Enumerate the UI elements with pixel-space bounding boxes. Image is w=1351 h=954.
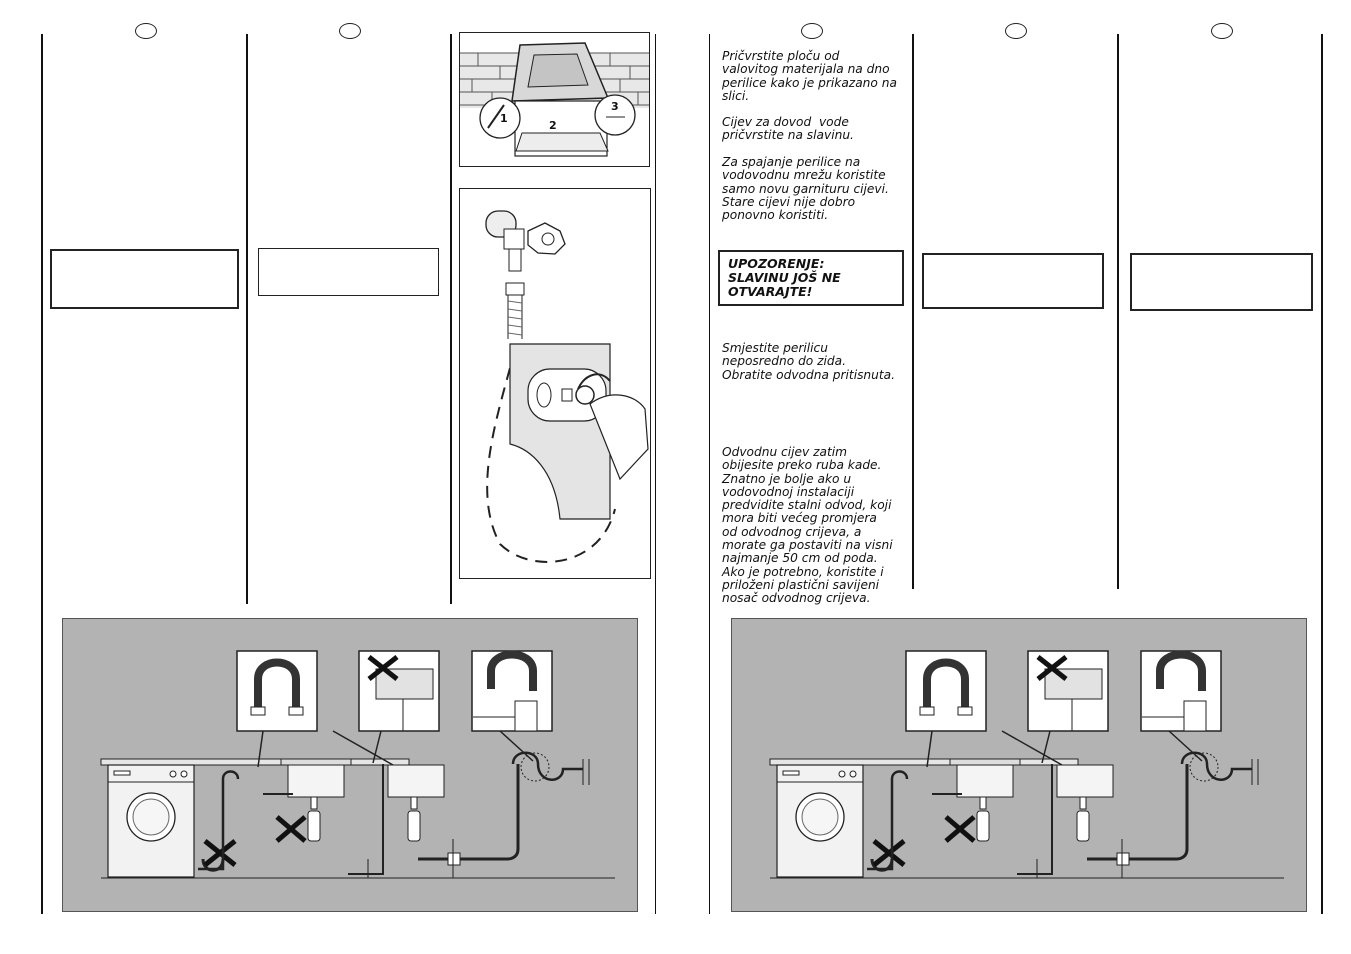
column-divider: [246, 34, 248, 604]
column-divider: [709, 34, 710, 914]
column-divider: [1117, 34, 1119, 589]
drain-installation-figure-right: [731, 618, 1307, 912]
column-divider: [450, 34, 452, 604]
step-3-label: 3: [611, 100, 619, 113]
language-flag-marker: [1005, 23, 1027, 39]
instruction-paragraph: Za spajanje perilice na vodovodnu mrežu …: [722, 155, 889, 223]
instruction-paragraph: Pričvrstite ploču od valovitog materijal…: [722, 49, 897, 103]
column-divider: [655, 34, 656, 914]
step-2-label: 2: [549, 119, 557, 132]
language-flag-marker: [1211, 23, 1233, 39]
language-flag-marker: [135, 23, 157, 39]
base-plate-figure: 1 2 3: [459, 32, 650, 167]
inlet-hose-figure: [459, 188, 651, 579]
warning-box: UPOZORENJE: SLAVINU JOŠ NE OTVARAJTE!: [718, 250, 904, 306]
instruction-paragraph: Cijev za dovod vode pričvrstite na slavi…: [722, 115, 854, 143]
warning-box-empty: [1130, 253, 1313, 311]
language-flag-marker: [339, 23, 361, 39]
warning-box-empty: [50, 249, 239, 309]
drain-scene: [769, 650, 1284, 879]
warning-box-empty: [922, 253, 1104, 309]
column-divider: [41, 34, 43, 914]
warning-box-empty: [258, 248, 439, 296]
instruction-paragraph: Smjestite perilicu neposredno do zida. O…: [722, 341, 896, 382]
drain-scene: [100, 650, 615, 879]
column-divider: [912, 34, 914, 589]
drain-installation-figure-left: [62, 618, 638, 912]
instruction-paragraph: Odvodnu cijev zatim obijesite preko ruba…: [722, 445, 893, 606]
language-flag-marker: [801, 23, 823, 39]
column-divider: [1321, 34, 1323, 914]
step-1-label: 1: [500, 112, 508, 125]
